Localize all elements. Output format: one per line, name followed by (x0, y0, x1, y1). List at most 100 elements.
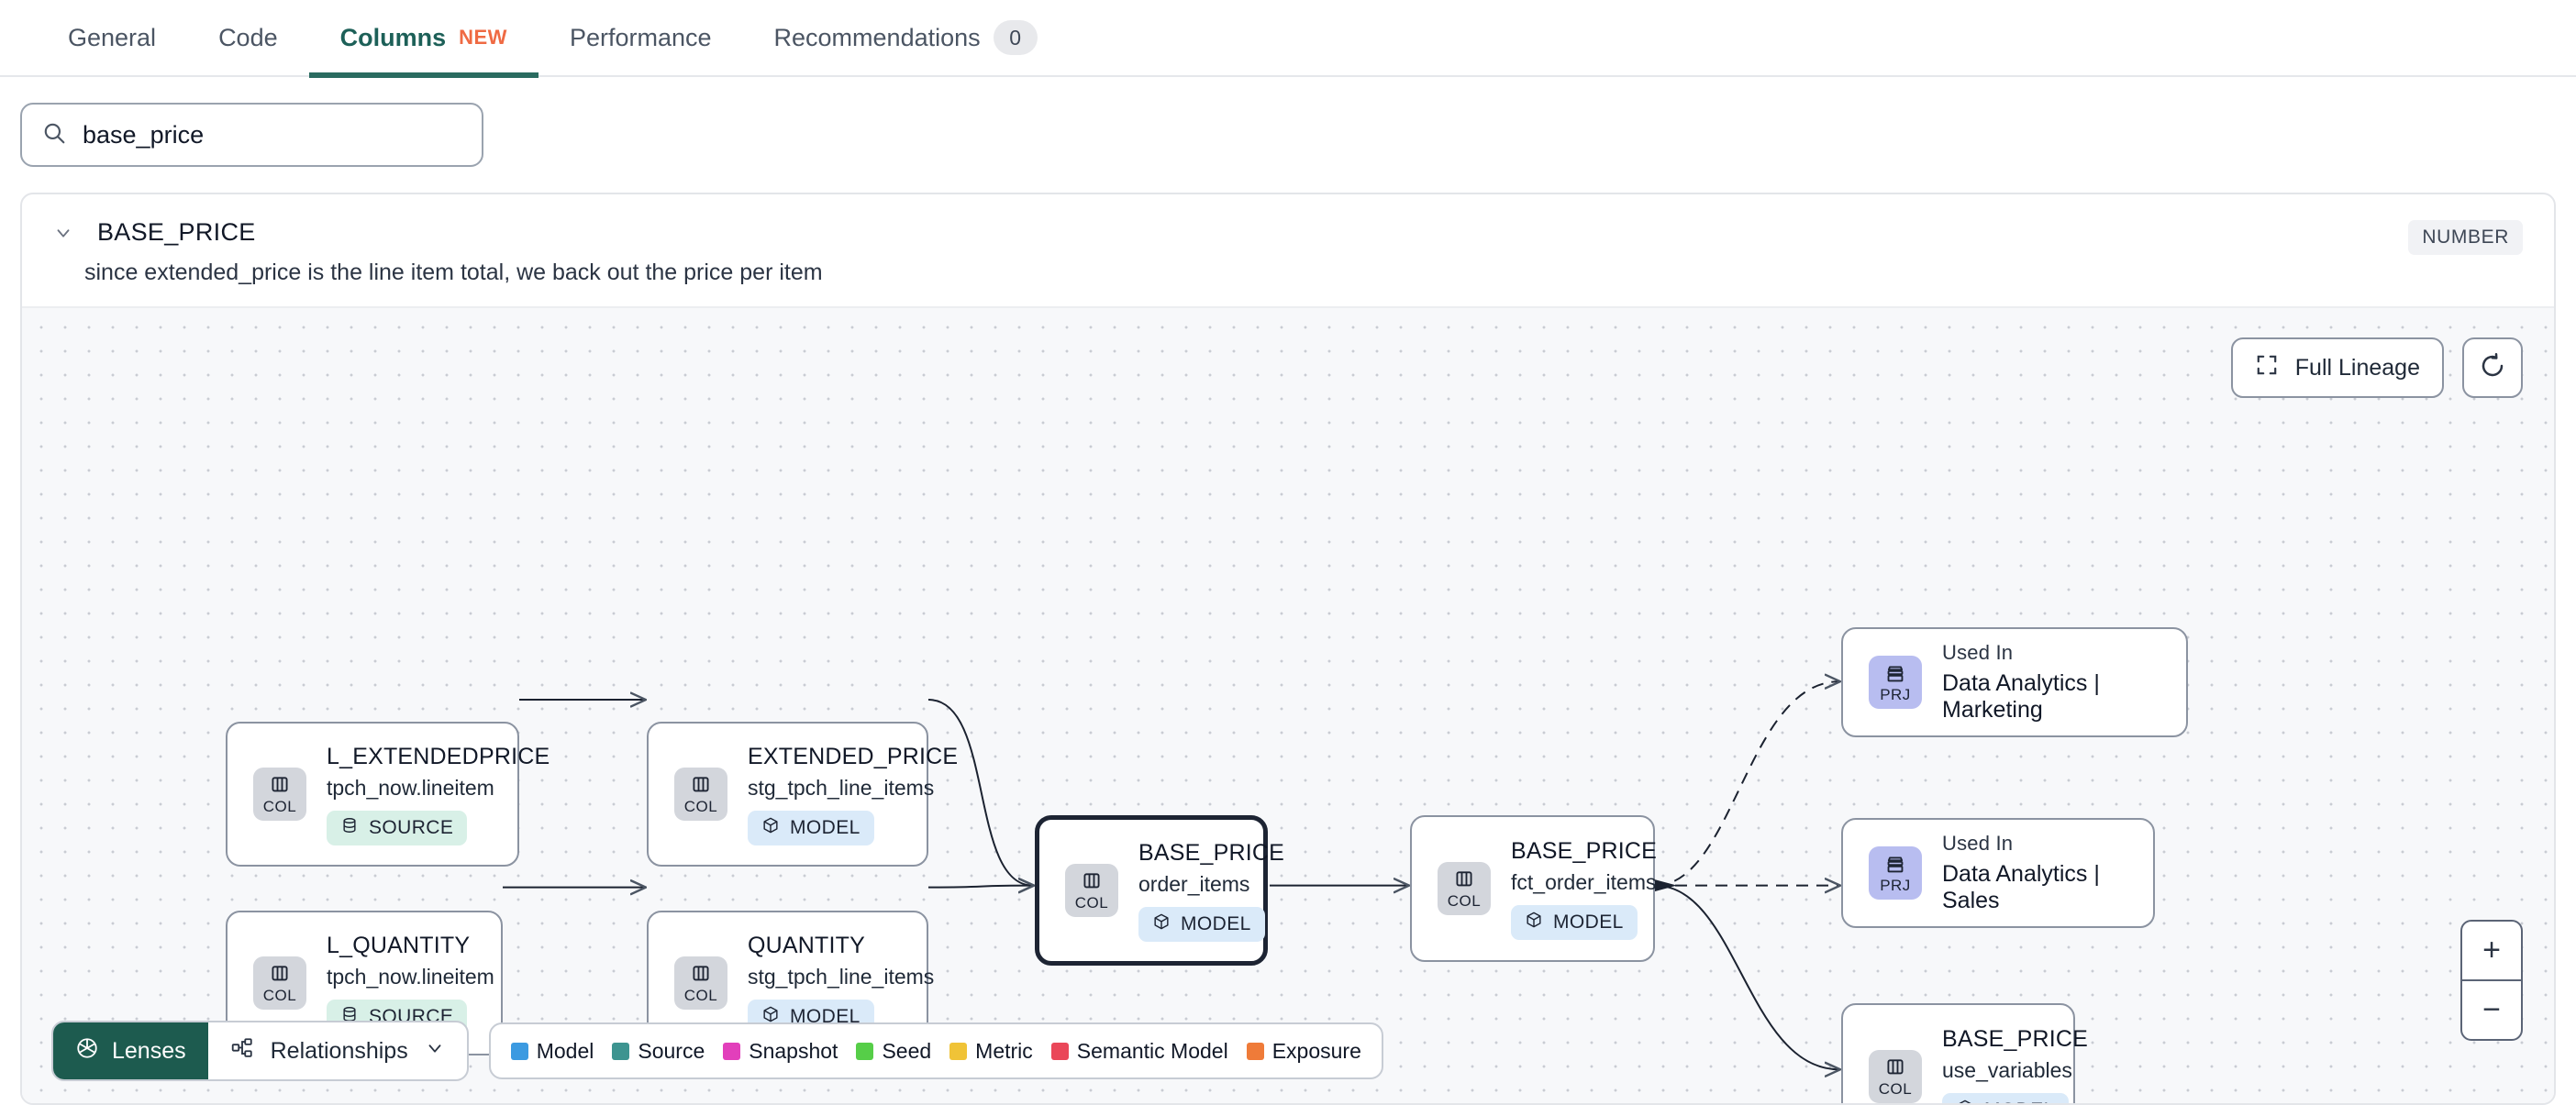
graph-icon (230, 1036, 254, 1066)
column-detail-card: BASE_PRICE NUMBER since extended_price i… (20, 193, 2556, 1105)
node-subtitle: Data Analytics | Marketing (1942, 670, 2100, 723)
node-type-pill: MODEL (748, 810, 874, 845)
node-icon-label: PRJ (1880, 686, 1911, 703)
lenses-button[interactable]: Lenses (53, 1022, 208, 1079)
cube-icon (1525, 911, 1543, 934)
legend-item-seed: Seed (856, 1039, 931, 1064)
relationships-label: Relationships (270, 1037, 408, 1064)
node-subtitle: stg_tpch_line_items (748, 775, 935, 800)
search-area: base_price (0, 77, 2576, 167)
tab-label: Performance (569, 23, 712, 51)
node-icon-label: COL (1074, 894, 1109, 912)
edge-fctorderitems-usevariables (1654, 884, 1839, 1070)
lineage-node-project-marketing[interactable]: PRJ Used In Data Analytics | Marketing (1841, 627, 2188, 737)
node-type-pill: MODEL (1138, 906, 1265, 942)
node-icon-label: COL (1878, 1080, 1913, 1098)
column-description: since extended_price is the line item to… (84, 260, 823, 285)
node-subtitle: tpch_now.lineitem (327, 775, 494, 800)
refresh-icon (2479, 352, 2506, 384)
node-title: L_EXTENDEDPRICE (327, 743, 550, 769)
tab-general[interactable]: General (37, 0, 187, 76)
tab-performance[interactable]: Performance (539, 0, 743, 76)
legend-swatch (856, 1042, 874, 1060)
legend-swatch (510, 1042, 528, 1060)
legend-swatch (723, 1042, 741, 1060)
column-icon: COL (253, 768, 306, 821)
node-pill-label: MODEL (790, 816, 861, 838)
legend-item-exposure: Exposure (1246, 1038, 1361, 1064)
tab-label: General (68, 23, 157, 51)
edge-fctorderitems-prjmarketing (1654, 681, 1839, 887)
legend-label: Seed (882, 1038, 932, 1063)
lineage-node-extended-price[interactable]: COL EXTENDED_PRICE stg_tpch_line_items M… (647, 722, 958, 867)
node-icon-label: PRJ (1880, 877, 1911, 894)
column-icon: COL (674, 768, 727, 821)
cube-icon (761, 816, 780, 840)
project-icon: PRJ (1869, 846, 1922, 900)
legend-swatch (1050, 1042, 1069, 1060)
column-icon: COL (674, 956, 727, 1010)
zoom-controls: + − (2460, 920, 2523, 1041)
node-icon-label: COL (683, 798, 718, 815)
lineage-node-base-price-use-variables[interactable]: COL BASE_PRICE use_variables MODEL (1841, 1003, 2088, 1104)
lens-group: Lenses Relationships (51, 1021, 469, 1081)
node-icon-label: COL (1447, 892, 1482, 910)
tab-recommendations[interactable]: Recommendations 0 (743, 0, 1069, 76)
node-title: BASE_PRICE (1511, 837, 1658, 864)
legend-item-metric: Metric (949, 1039, 1033, 1064)
node-pill-label: SOURCE (369, 816, 454, 838)
refresh-button[interactable] (2462, 337, 2523, 398)
full-lineage-button[interactable]: Full Lineage (2230, 337, 2444, 398)
search-icon (42, 121, 66, 149)
node-subtitle: tpch_now.lineitem (327, 964, 494, 989)
node-title: Used In (1942, 641, 2014, 664)
node-title: BASE_PRICE (1138, 839, 1285, 866)
tab-bar: General Code Columns NEW Performance Rec… (0, 0, 2576, 78)
tab-columns[interactable]: Columns NEW (308, 0, 539, 78)
relationships-dropdown[interactable]: Relationships (208, 1022, 467, 1079)
legend-swatch (1246, 1042, 1264, 1060)
lineage-canvas[interactable]: COL L_EXTENDEDPRICE tpch_now.lineitem SO… (22, 306, 2554, 1103)
lineage-node-l-extendedprice[interactable]: COL L_EXTENDEDPRICE tpch_now.lineitem SO… (226, 722, 550, 867)
zoom-out-button[interactable]: − (2482, 992, 2501, 1027)
node-subtitle: order_items (1138, 871, 1250, 896)
column-icon: COL (253, 956, 306, 1010)
aperture-icon (75, 1036, 99, 1066)
node-type-pill: MODEL (1511, 904, 1638, 940)
node-type-pill: MODEL (1942, 1092, 2069, 1104)
column-icon: COL (1065, 864, 1118, 917)
project-icon: PRJ (1869, 656, 1922, 709)
legend-item-snapshot: Snapshot (723, 1039, 838, 1064)
node-type-pill: SOURCE (327, 810, 468, 845)
node-pill-label: MODEL (1181, 912, 1251, 934)
legend-label: Source (638, 1038, 705, 1063)
chevron-down-icon[interactable] (53, 223, 73, 243)
node-icon-label: COL (262, 798, 297, 815)
cube-icon (1956, 1099, 1974, 1103)
lineage-node-base-price-fct-order-items[interactable]: COL BASE_PRICE fct_order_items MODEL (1410, 815, 1658, 962)
lineage-node-base-price-order-items[interactable]: COL BASE_PRICE order_items MODEL (1035, 815, 1284, 966)
lineage-node-project-sales[interactable]: PRJ Used In Data Analytics | Sales (1841, 818, 2155, 928)
column-icon: COL (1869, 1050, 1922, 1103)
legend-label: Exposure (1271, 1038, 1361, 1063)
zoom-in-button[interactable]: + (2462, 922, 2521, 981)
search-input[interactable]: base_price (20, 103, 483, 167)
database-icon (340, 816, 359, 840)
edge-quantity-baseprice (927, 886, 1033, 888)
lenses-label: Lenses (112, 1037, 186, 1064)
legend-item-semantic-model: Semantic Model (1050, 1038, 1228, 1064)
node-title: Used In (1942, 832, 2014, 855)
legend-label: Semantic Model (1076, 1038, 1228, 1063)
canvas-top-controls: Full Lineage (2230, 337, 2523, 398)
legend-label: Metric (975, 1038, 1033, 1063)
legend-swatch (612, 1042, 630, 1060)
tab-label: Recommendations (773, 23, 981, 51)
tab-code[interactable]: Code (187, 0, 309, 76)
legend-label: Model (536, 1038, 594, 1063)
legend-item-source: Source (612, 1039, 705, 1064)
column-header: BASE_PRICE NUMBER since extended_price i… (22, 194, 2554, 306)
node-pill-label: MODEL (1984, 1099, 2055, 1104)
new-badge: NEW (459, 26, 507, 49)
node-title: L_QUANTITY (327, 932, 471, 958)
node-pill-label: MODEL (1553, 911, 1624, 933)
